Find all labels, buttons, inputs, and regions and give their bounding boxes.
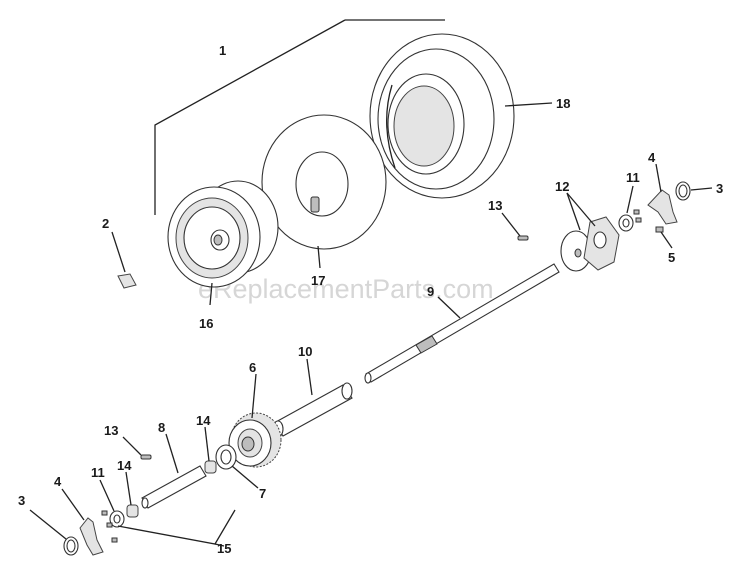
- part-hardware-left: [101, 510, 108, 516]
- part-coupler-right: [647, 189, 678, 225]
- callout-14: 14: [196, 413, 211, 428]
- part-stub-shaft: [141, 465, 207, 509]
- callout-12: 12: [555, 179, 569, 194]
- watermark-text: eReplacementParts.com: [198, 274, 494, 304]
- callout-15: 15: [217, 541, 231, 556]
- callout-7: 7: [259, 486, 266, 501]
- callout-5: 5: [668, 250, 675, 265]
- part-hub: [560, 216, 620, 272]
- callout-4: 4: [54, 474, 62, 489]
- part-axle-shaft: [364, 263, 560, 384]
- part-tube: [272, 382, 353, 438]
- callout-labels: 1 2 3 4 5 6 7 8 9 10 11 12 13 13 14 14 1…: [18, 43, 723, 556]
- part-tire: [369, 33, 515, 199]
- callout-4-right: 4: [648, 150, 656, 165]
- callout-14-lower: 14: [117, 458, 132, 473]
- part-clip: [117, 273, 137, 289]
- callout-6: 6: [249, 360, 256, 375]
- part-washer-left: [109, 510, 125, 528]
- callout-13-lower: 13: [104, 423, 118, 438]
- part-inner-tube: [261, 114, 387, 250]
- callout-2: 2: [102, 216, 109, 231]
- part-ring-left: [63, 536, 79, 556]
- part-wheel-rim: [167, 180, 279, 288]
- part-gear: [228, 412, 282, 468]
- callout-3-right: 3: [716, 181, 723, 196]
- callout-16: 16: [199, 316, 213, 331]
- part-pin-lower: [140, 454, 152, 460]
- part-ring-right: [675, 181, 691, 201]
- part-pin-upper: [517, 235, 529, 241]
- part-washer-right: [618, 209, 642, 232]
- callout-9: 9: [427, 284, 434, 299]
- callout-11: 11: [91, 465, 105, 480]
- callout-18: 18: [556, 96, 570, 111]
- part-screw: [655, 226, 664, 233]
- part-bushing-lower: [126, 504, 139, 518]
- callout-11-right: 11: [626, 170, 640, 185]
- callout-3: 3: [18, 493, 25, 508]
- part-bushing-upper: [204, 460, 217, 474]
- callout-10: 10: [298, 344, 312, 359]
- part-washer-7: [215, 444, 237, 470]
- callout-1: 1: [219, 43, 226, 58]
- callout-13: 13: [488, 198, 502, 213]
- callout-17: 17: [311, 273, 325, 288]
- leader-lines: [29, 19, 713, 547]
- part-coupler-left: [79, 517, 104, 556]
- callout-8: 8: [158, 420, 165, 435]
